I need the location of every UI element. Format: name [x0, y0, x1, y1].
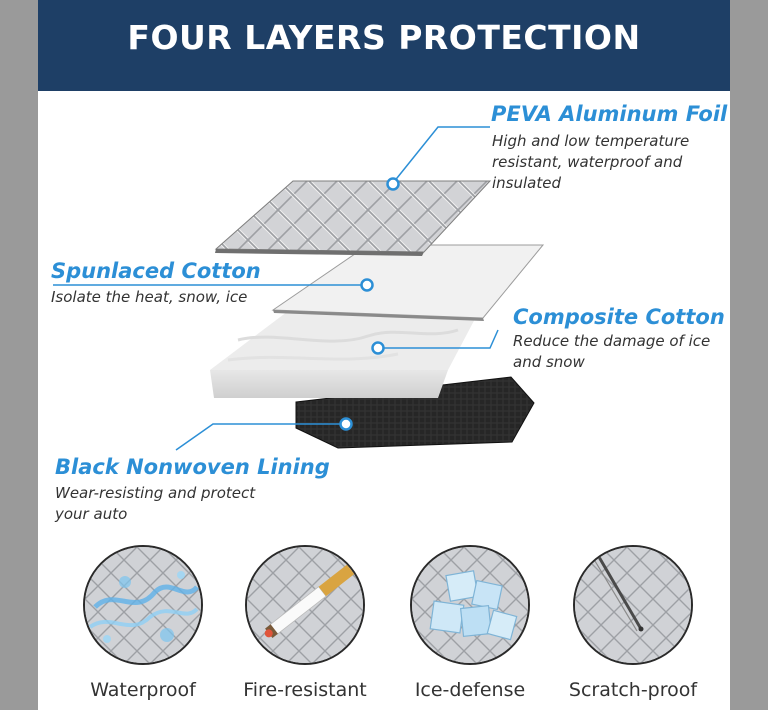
- desc-line: and snow: [513, 353, 585, 371]
- foil-leader-line: [392, 126, 490, 184]
- feature-label: Ice-defense: [414, 679, 526, 701]
- feature-label: Fire-resistant: [243, 679, 367, 701]
- spunlaced-cotton-title: Spunlaced Cotton: [51, 259, 261, 283]
- feature-ice-defense: Ice-defense: [395, 545, 545, 701]
- composite-dot-icon: [371, 341, 385, 355]
- connector-dots: [339, 177, 400, 431]
- peva-foil-title: PEVA Aluminum Foil: [491, 102, 728, 126]
- lining-leader-line: [175, 423, 346, 451]
- black-lining-layer: [295, 376, 535, 449]
- water-splash-icon: [83, 545, 203, 665]
- banner-title: FOUR LAYERS PROTECTION: [127, 18, 641, 57]
- desc-line: your auto: [55, 505, 128, 523]
- feature-scratch-proof: Scratch-proof: [558, 545, 708, 701]
- composite-leader-line: [378, 329, 499, 349]
- composite-cotton-description: Reduce the damage of ice and snow: [513, 331, 710, 373]
- spunlaced-cotton-description: Isolate the heat, snow, ice: [51, 287, 247, 308]
- black-lining-title: Black Nonwoven Lining: [55, 455, 330, 479]
- desc-line: Reduce the damage of ice: [513, 332, 711, 350]
- leader-lines: [53, 126, 499, 451]
- desc-line: resistant, waterproof and: [492, 153, 683, 171]
- scratch-tool-icon: [573, 545, 693, 665]
- spunlaced-cotton-layer: [271, 244, 545, 321]
- spunlaced-dot-icon: [360, 278, 374, 292]
- desc-line: Wear-resisting and protect: [55, 484, 256, 502]
- feature-fire-resistant: Fire-resistant: [230, 545, 380, 701]
- lining-dot-icon: [339, 417, 353, 431]
- peva-foil-description: High and low temperature resistant, wate…: [492, 131, 689, 194]
- layers-diagram: [53, 126, 545, 451]
- peva-foil-layer: [214, 180, 492, 256]
- foil-dot-icon: [386, 177, 400, 191]
- feature-label: Scratch-proof: [568, 679, 698, 701]
- desc-line: insulated: [492, 174, 561, 192]
- product-panel: FOUR LAYERS PROTECTION: [38, 0, 730, 710]
- cigarette-icon: [245, 545, 365, 665]
- desc-line: High and low temperature: [492, 132, 690, 150]
- header-banner: FOUR LAYERS PROTECTION: [38, 0, 730, 91]
- black-lining-description: Wear-resisting and protect your auto: [55, 483, 255, 525]
- desc-line: Isolate the heat, snow, ice: [51, 288, 248, 306]
- feature-waterproof: Waterproof: [68, 545, 218, 701]
- composite-cotton-title: Composite Cotton: [513, 305, 725, 329]
- feature-label: Waterproof: [90, 679, 196, 701]
- ice-cubes-icon: [410, 545, 530, 665]
